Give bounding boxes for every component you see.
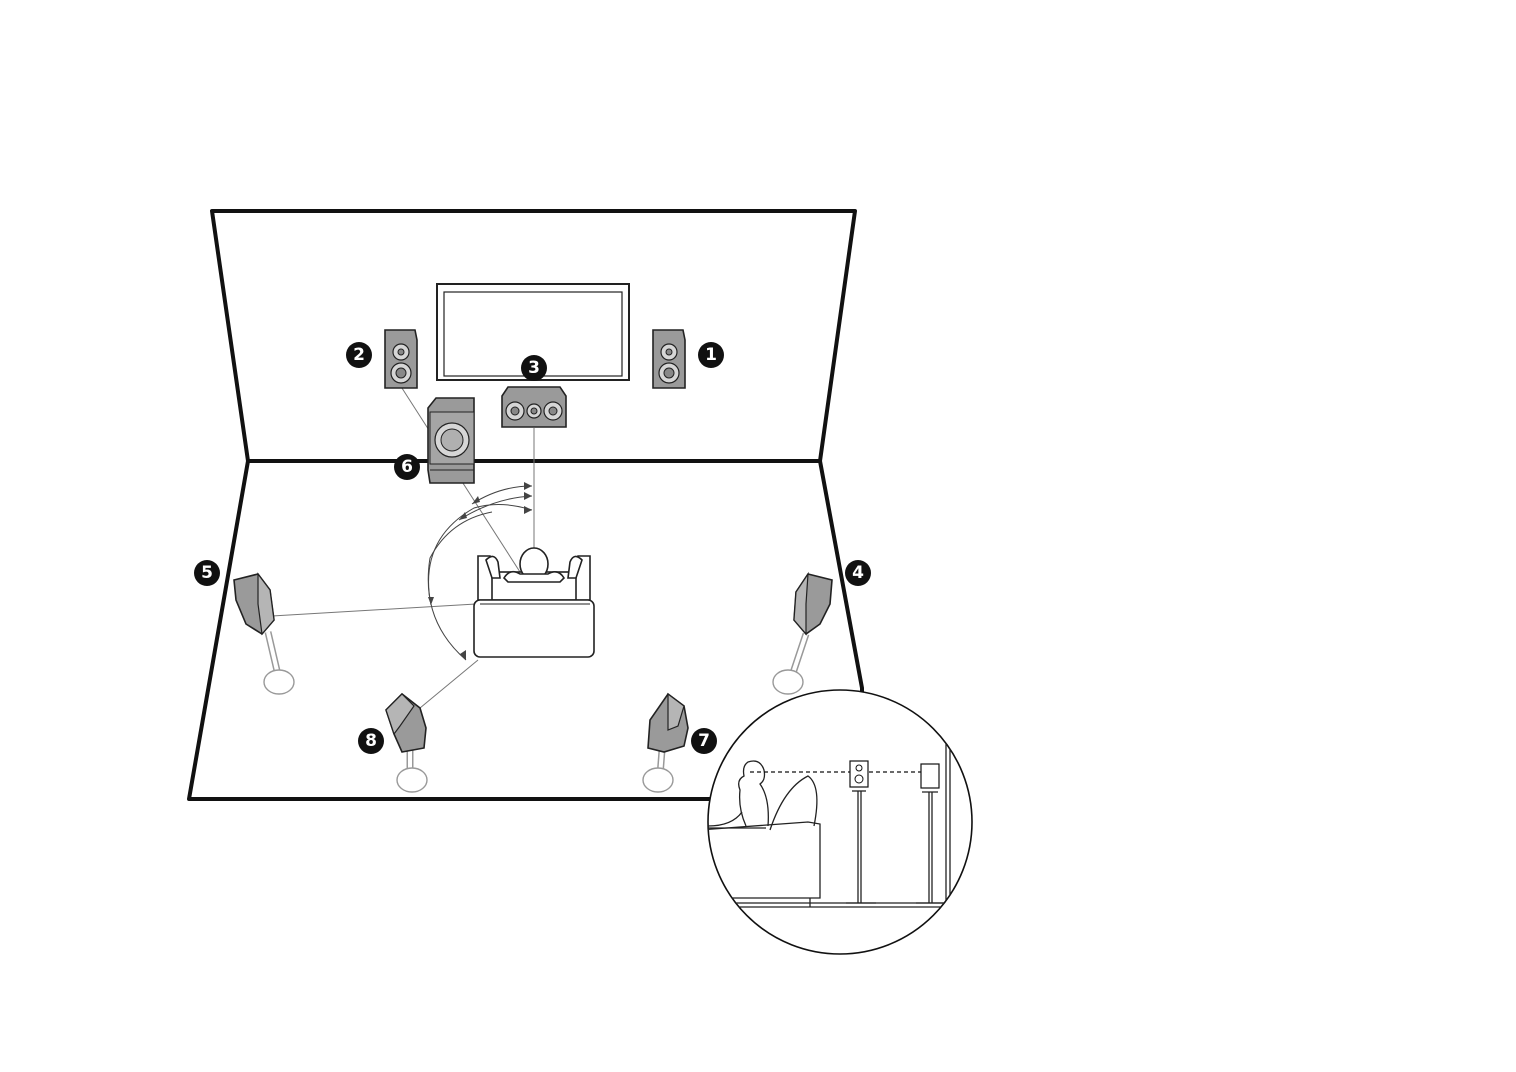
surround-back-right-speaker: [642, 692, 689, 793]
sofa-with-listener: [473, 547, 595, 658]
badge-surround-back-right: 7: [691, 728, 717, 754]
surround-left-speaker: [233, 572, 295, 695]
center-speaker: [501, 386, 567, 428]
badge-surround-right: 4: [845, 560, 871, 586]
badge-subwoofer: 6: [394, 454, 420, 480]
badge-surround-back-left: 8: [358, 728, 384, 754]
badge-number: 2: [353, 345, 365, 365]
subwoofer: [427, 397, 475, 484]
surround-right-speaker: [772, 571, 833, 695]
side-view-inset: [707, 689, 973, 955]
badge-number: 8: [365, 731, 377, 751]
badge-number: 4: [852, 563, 864, 583]
angle-arcs: [427, 482, 533, 661]
badge-number: 7: [698, 731, 710, 751]
badge-front-left: 2: [346, 342, 372, 368]
front-left-speaker: [384, 329, 418, 389]
badge-surround-left: 5: [194, 560, 220, 586]
badge-front-right: 1: [698, 342, 724, 368]
front-right-speaker: [652, 329, 686, 389]
surround-back-left-speaker: [385, 692, 428, 793]
badge-number: 1: [705, 345, 717, 365]
badge-number: 5: [201, 563, 213, 583]
badge-center: 3: [521, 355, 547, 381]
badge-number: 3: [528, 358, 540, 378]
badge-number: 6: [401, 457, 413, 477]
